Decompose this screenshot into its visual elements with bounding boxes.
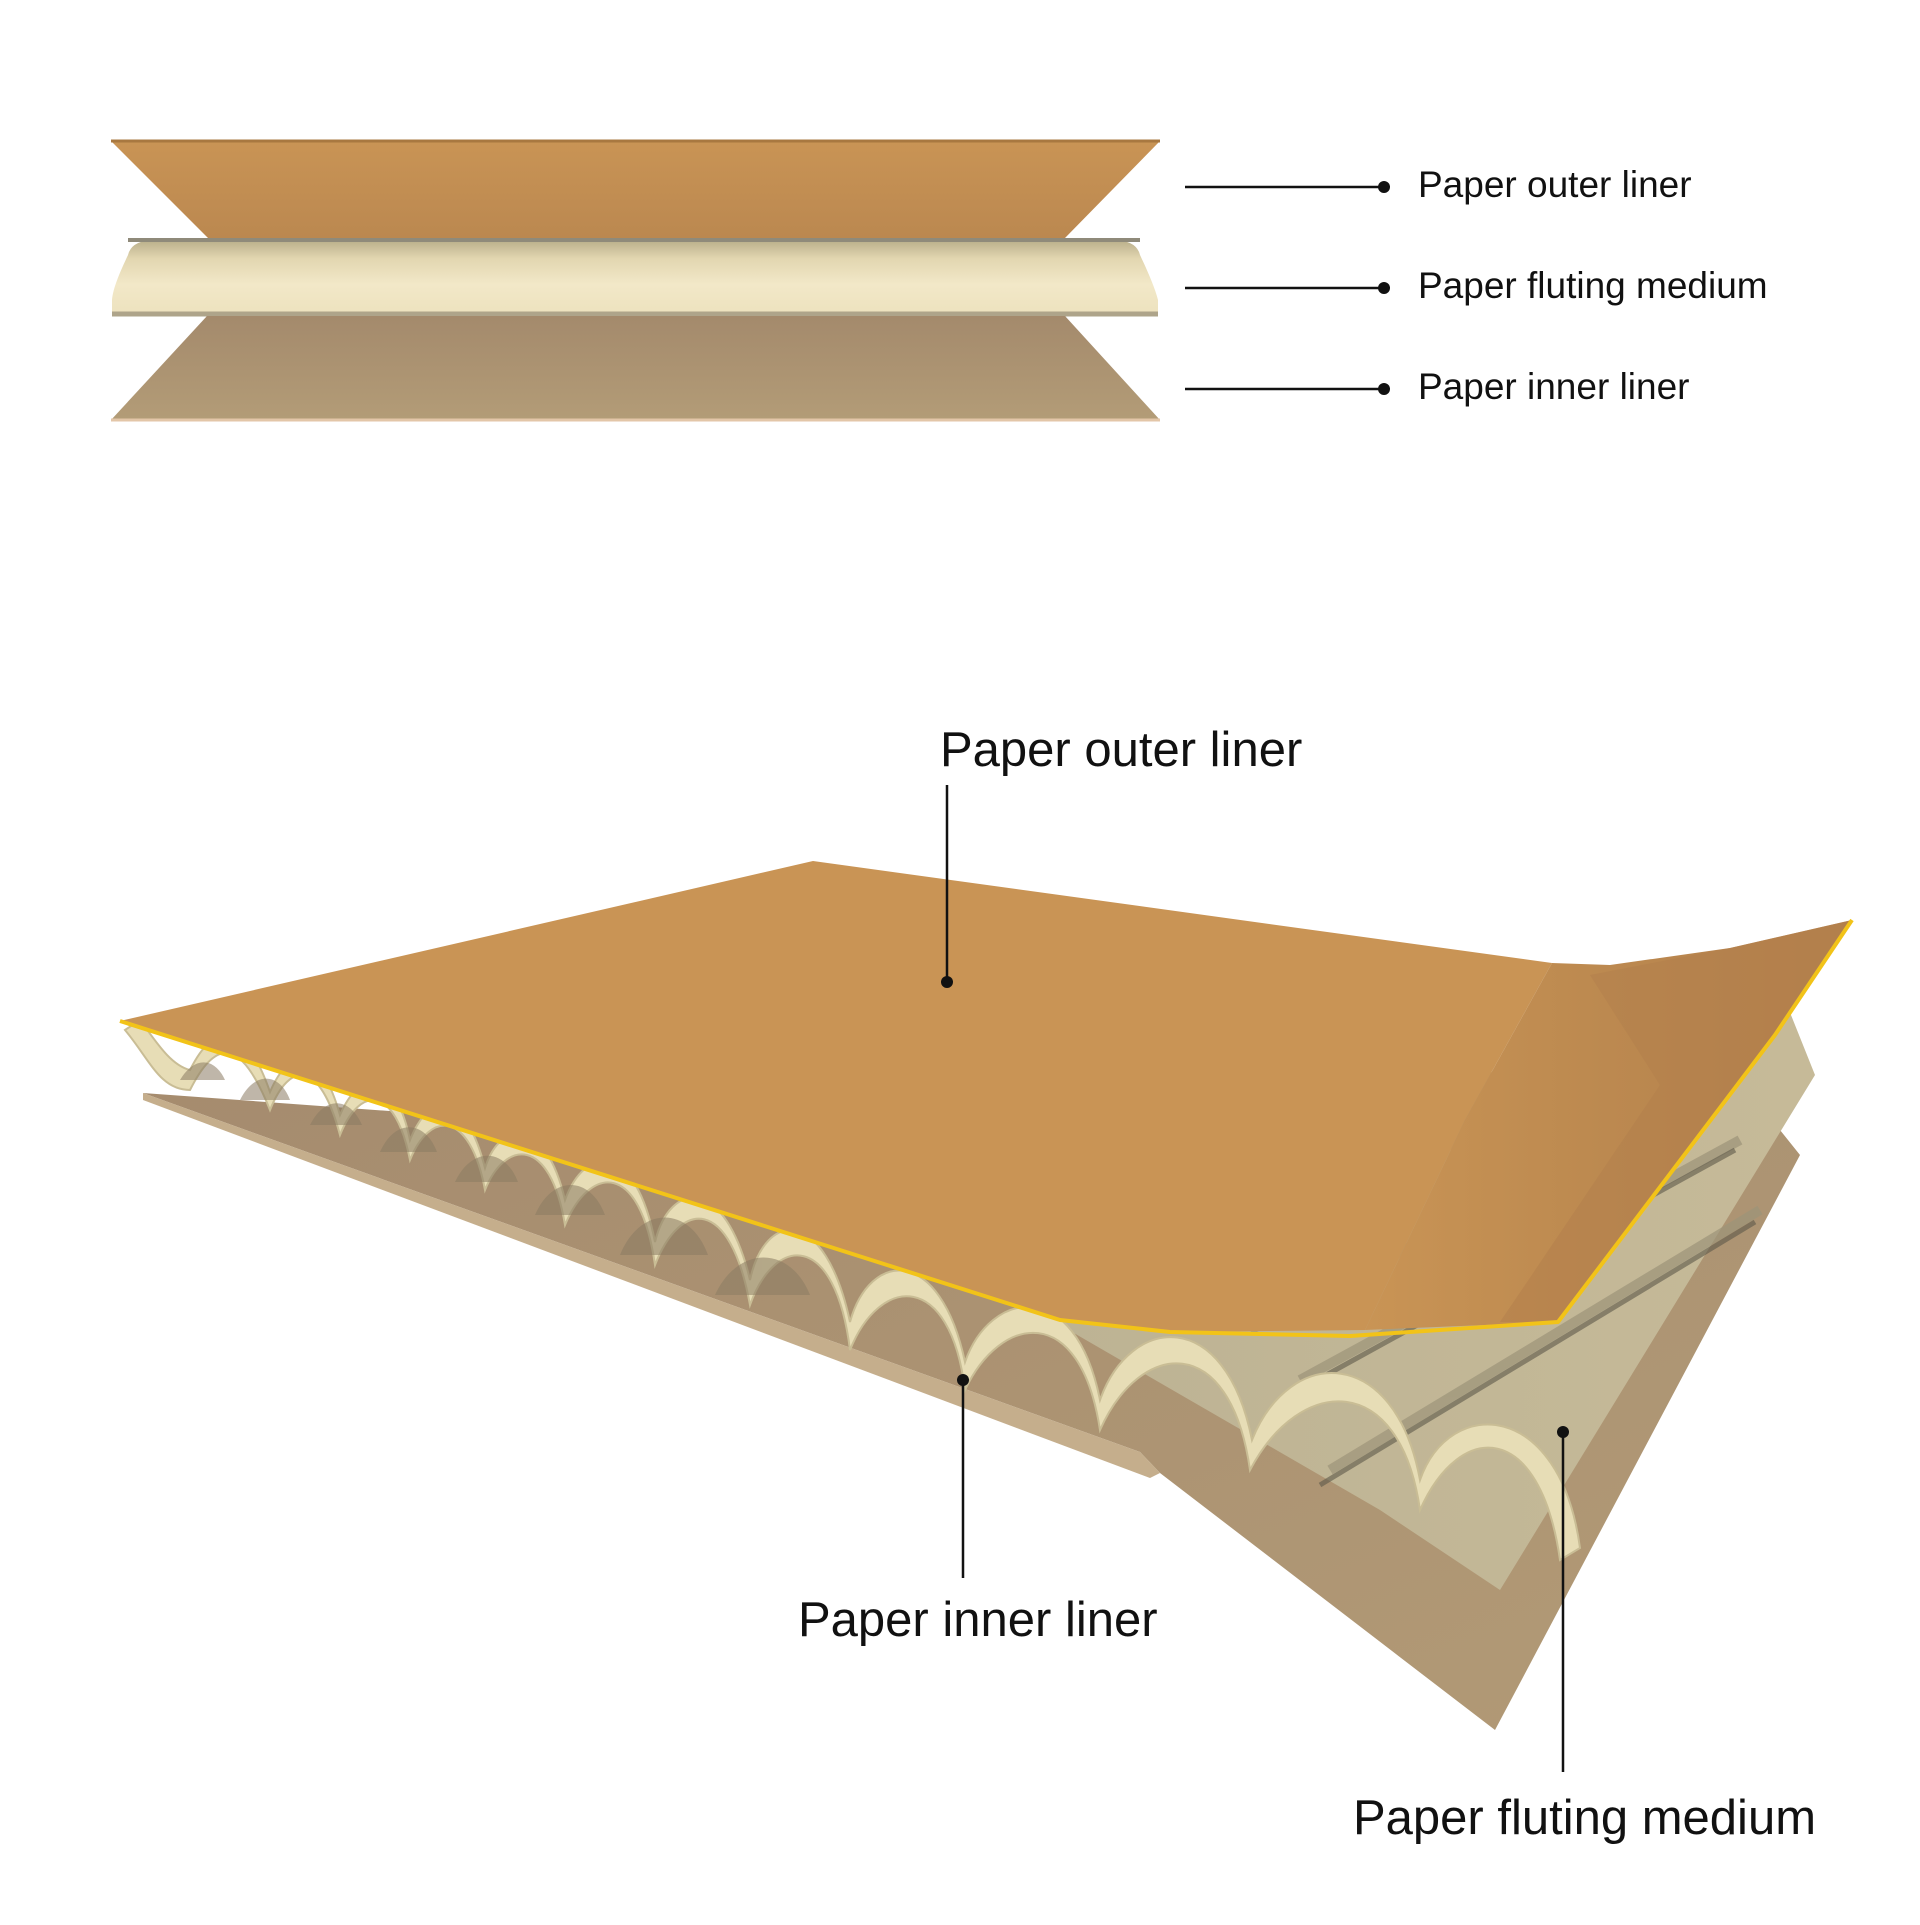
exploded-inner-liner	[111, 316, 1160, 420]
cutaway-outer-liner	[120, 861, 1552, 1332]
exploded-outer-liner	[111, 141, 1160, 238]
legend-dot-fluting	[1378, 282, 1390, 294]
exploded-view	[111, 139, 1160, 422]
callout-label-fluting-medium: Paper fluting medium	[1353, 1791, 1817, 1845]
legend-label-outer-liner: Paper outer liner	[1418, 164, 1692, 205]
cutaway-view	[119, 861, 1854, 1730]
legend-label-fluting-medium: Paper fluting medium	[1418, 265, 1768, 306]
cutaway-glue-edge	[119, 918, 1854, 1338]
legend-dot-inner	[1378, 383, 1390, 395]
callout-dot-fluting	[1557, 1426, 1569, 1438]
legend-leaders	[1185, 181, 1390, 395]
callout-dot-outer	[941, 976, 953, 988]
callout-label-outer-liner: Paper outer liner	[940, 723, 1303, 777]
callout-dot-inner	[957, 1374, 969, 1386]
legend-label-inner-liner: Paper inner liner	[1418, 366, 1690, 407]
callout-label-inner-liner: Paper inner liner	[798, 1593, 1158, 1647]
callout-leaders	[941, 785, 1569, 1772]
exploded-fluting-medium	[112, 240, 1158, 314]
legend-dot-outer	[1378, 181, 1390, 193]
